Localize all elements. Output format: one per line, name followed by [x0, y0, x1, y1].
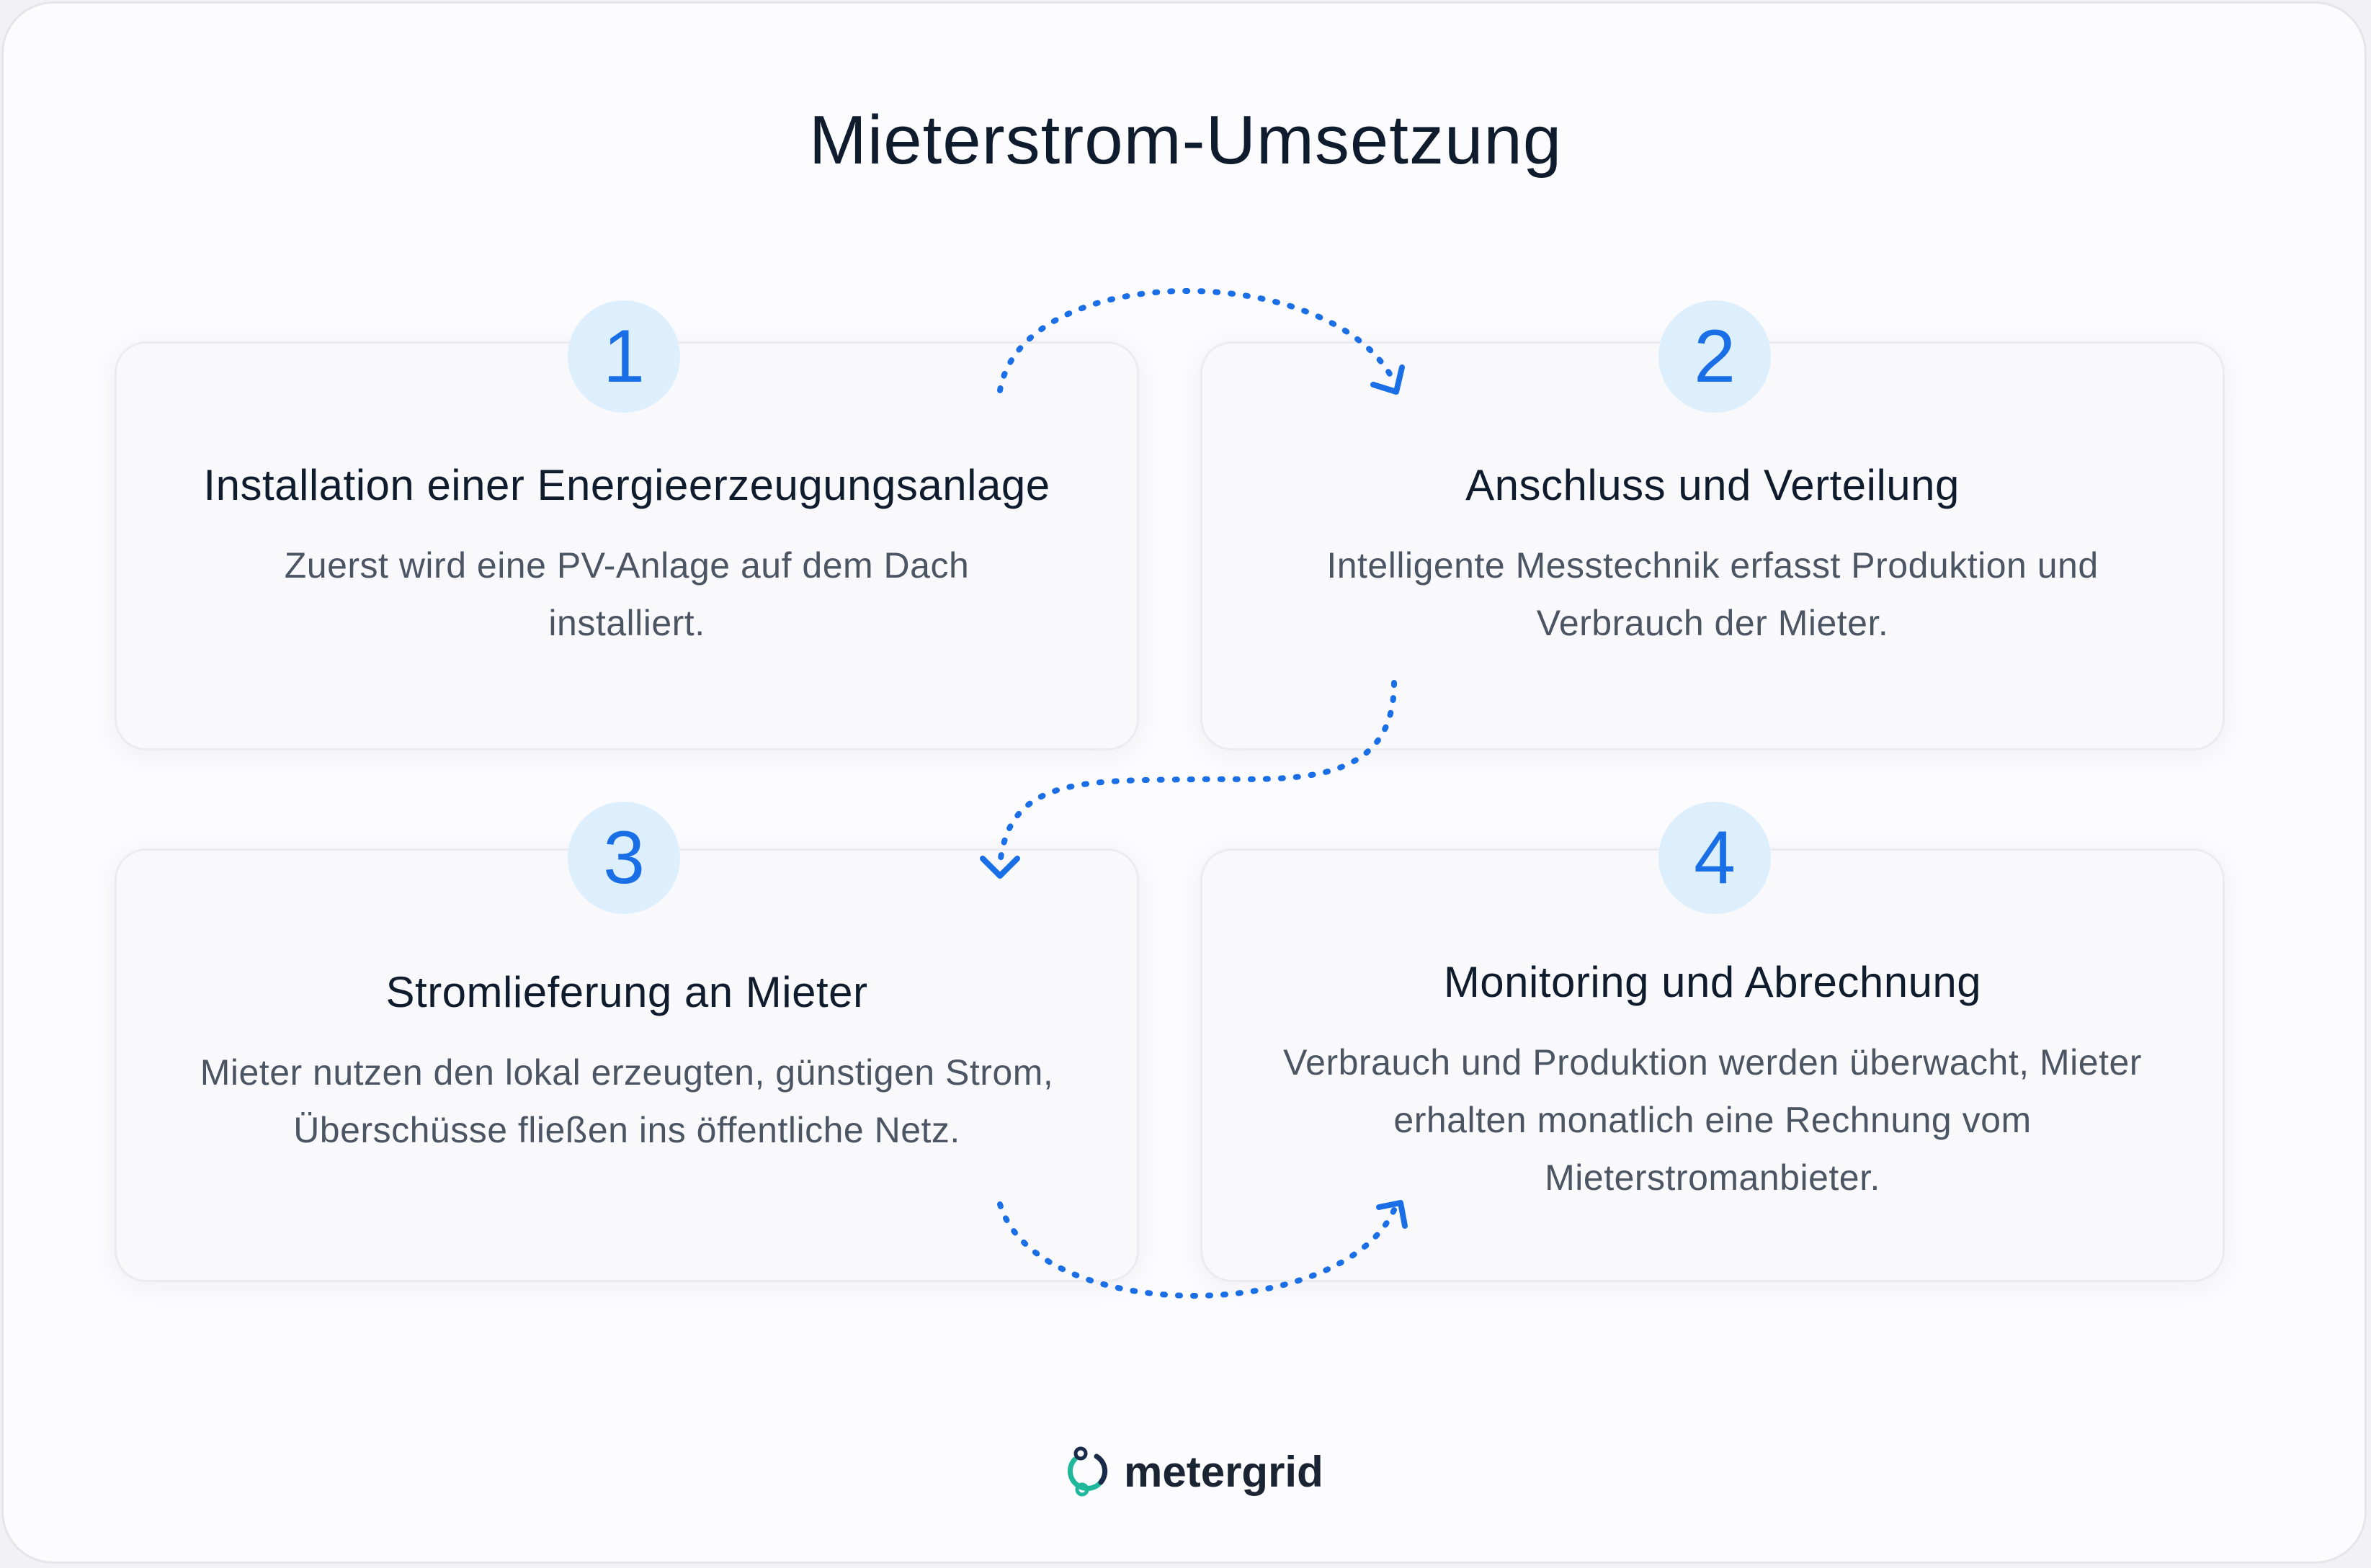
- step-1-number-badge: 1: [568, 300, 680, 413]
- metergrid-logo-icon: [1068, 1446, 1108, 1497]
- step-4-heading: Monitoring und Abrechnung: [1443, 958, 1982, 1006]
- step-3-description: Mieter nutzen den lokal erzeugten, günst…: [200, 1052, 1054, 1150]
- step-card-3: Stromlieferung an Mieter Mieter nutzen d…: [115, 848, 1139, 1282]
- step-3-heading: Stromlieferung an Mieter: [385, 968, 868, 1016]
- step-4-description: Verbrauch und Produktion werden überwach…: [1283, 1042, 2142, 1198]
- step-2-heading: Anschluss und Verteilung: [1465, 461, 1960, 509]
- brand-name: metergrid: [1124, 1447, 1323, 1496]
- step-2-description: Intelligente Messtechnik erfasst Produkt…: [1326, 545, 2099, 643]
- step-1-description: Zuerst wird eine PV-Anlage auf dem Dach …: [284, 545, 970, 643]
- brand-logo: metergrid: [1065, 1446, 1323, 1497]
- diagram-title: Mieterstrom-Umsetzung: [808, 102, 1563, 179]
- step-2-number-badge: 2: [1658, 300, 1771, 413]
- step-3-number-badge: 3: [568, 802, 680, 914]
- step-1-heading: Installation einer Energieerzeugungsanla…: [203, 461, 1050, 509]
- step-4-number-badge: 4: [1658, 802, 1771, 914]
